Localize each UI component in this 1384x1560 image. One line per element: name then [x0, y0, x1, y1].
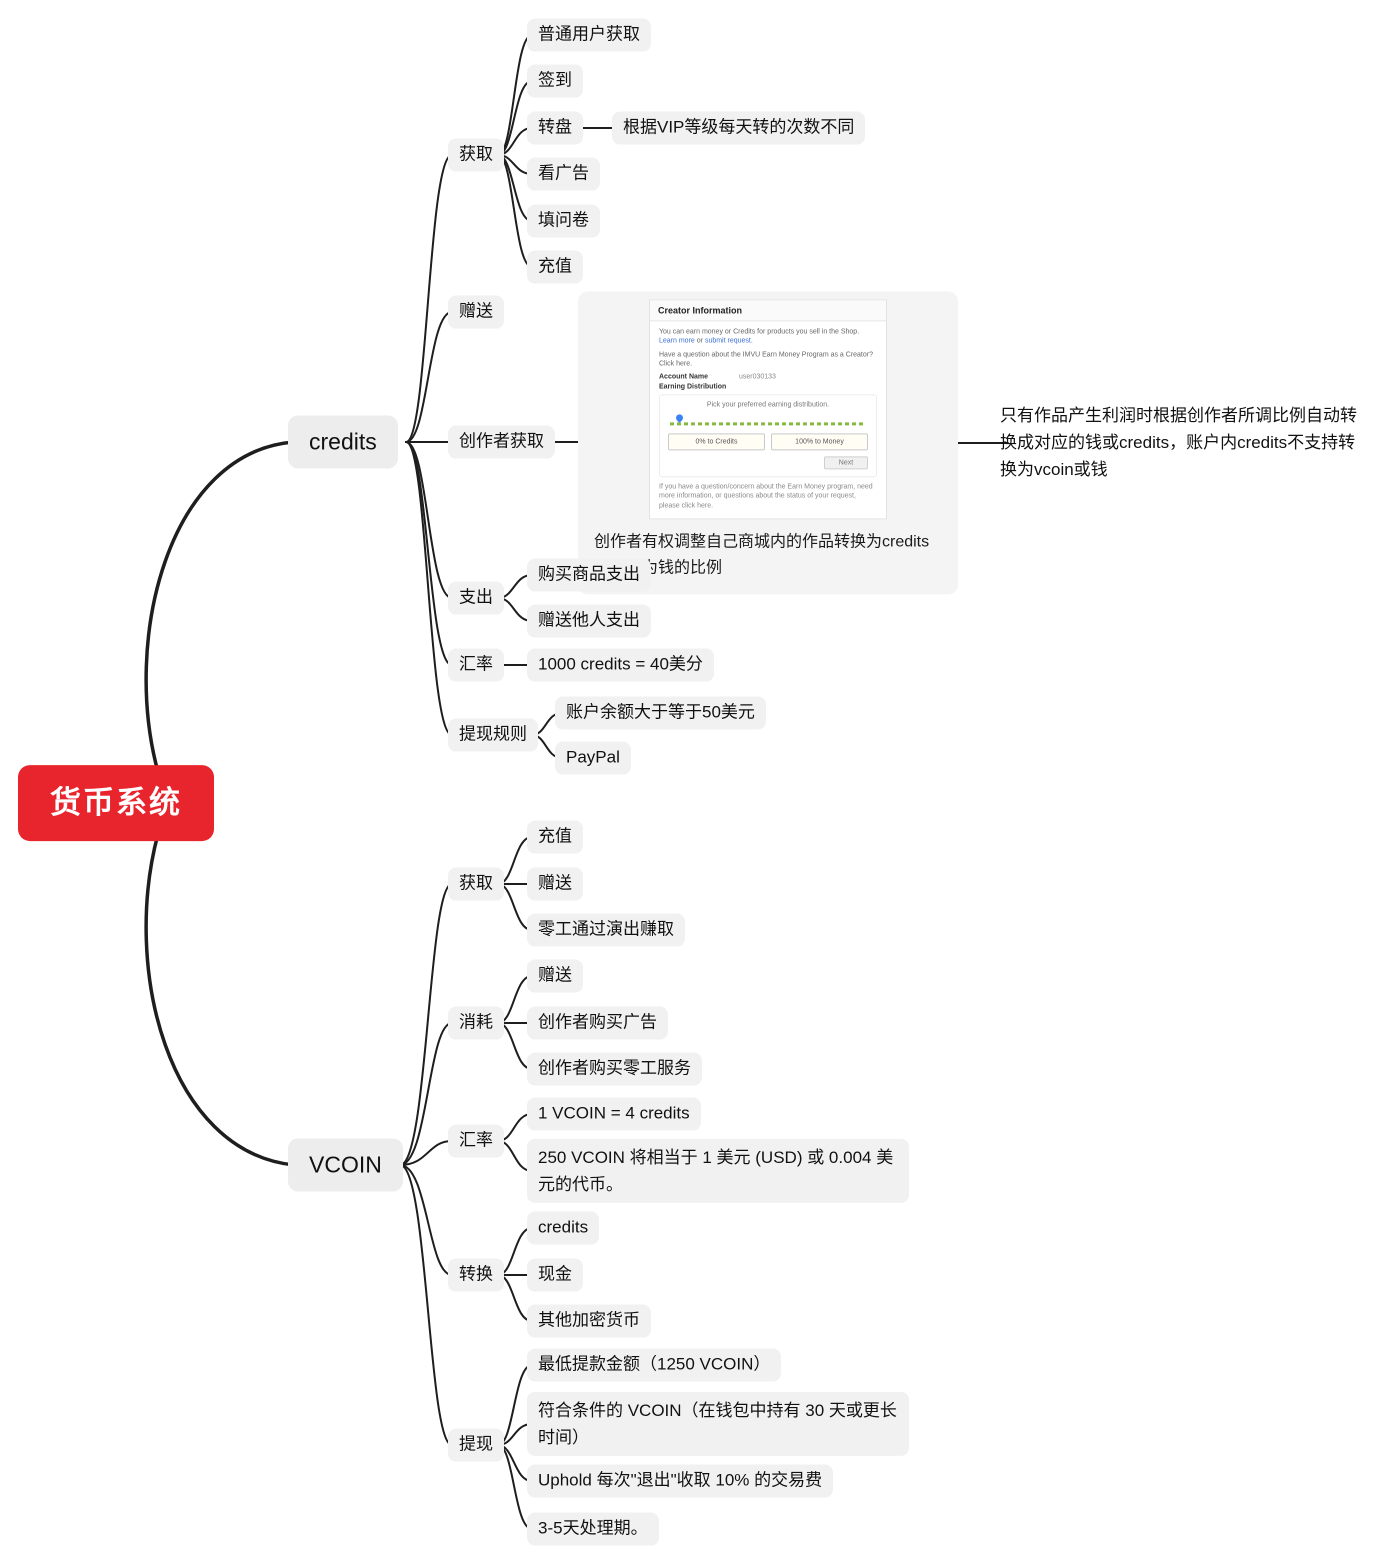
branch-credits[interactable]: credits	[288, 415, 398, 469]
credits-spend-gift-others[interactable]: 赠送他人支出	[527, 604, 651, 638]
vcoin-consume[interactable]: 消耗	[448, 1006, 504, 1040]
credits-gift[interactable]: 赠送	[448, 295, 504, 329]
credits-withdraw-min-balance[interactable]: 账户余额大于等于50美元	[555, 696, 766, 730]
learn-more-link[interactable]: Learn more	[659, 337, 695, 345]
account-name-value: user030133	[738, 373, 776, 381]
vcoin-withdraw-processing[interactable]: 3-5天处理期。	[527, 1512, 659, 1546]
connector	[399, 883, 453, 1166]
credits-rate[interactable]: 汇率	[448, 648, 504, 682]
credits-acquire-topup[interactable]: 充值	[527, 250, 583, 284]
credits-acquire-checkin[interactable]: 签到	[527, 64, 583, 98]
mini-account-row: Account Name user030133	[659, 373, 877, 380]
slider-track	[670, 422, 866, 426]
branch-vcoin[interactable]: VCOIN	[288, 1138, 403, 1192]
vcoin-consume-creator-ads[interactable]: 创作者购买广告	[527, 1006, 668, 1040]
vcoin-rate[interactable]: 汇率	[448, 1124, 504, 1158]
earning-distribution-slider[interactable]	[668, 412, 868, 426]
vcoin-acquire-gift[interactable]: 赠送	[527, 867, 583, 901]
vcoin-acquire[interactable]: 获取	[448, 867, 504, 901]
vcoin-acquire-gig-earn[interactable]: 零工通过演出赚取	[527, 913, 685, 947]
vcoin-withdraw-min-amount[interactable]: 最低提款金额（1250 VCOIN）	[527, 1348, 782, 1382]
vcoin-convert[interactable]: 转换	[448, 1258, 504, 1292]
vcoin-withdraw-eligible[interactable]: 符合条件的 VCOIN（在钱包中持有 30 天或更长时间）	[527, 1391, 909, 1457]
creator-information-screenshot: Creator Information You can earn money o…	[649, 299, 887, 520]
credits-exchange-rate[interactable]: 1000 credits = 40美分	[527, 648, 714, 682]
option-credits[interactable]: 0% to Credits	[668, 433, 765, 451]
mini-title: Creator Information	[650, 300, 886, 322]
credits-acquire[interactable]: 获取	[448, 138, 504, 172]
connector	[405, 441, 453, 599]
connector	[144, 832, 296, 1167]
connector	[399, 1164, 453, 1446]
connector	[144, 440, 296, 774]
mini-question-line: Have a question about the IMVU Earn Mone…	[659, 351, 873, 368]
vcoin-consume-gift[interactable]: 赠送	[527, 959, 583, 993]
vcoin-acquire-topup[interactable]: 充值	[527, 820, 583, 854]
credits-spend-purchase[interactable]: 购买商品支出	[527, 558, 651, 592]
mini-intro-text: You can earn money or Credits for produc…	[659, 328, 860, 336]
credits-acquire-normal-user[interactable]: 普通用户获取	[527, 18, 651, 52]
connector	[405, 441, 453, 666]
vcoin-rate-credits[interactable]: 1 VCOIN = 4 credits	[527, 1097, 701, 1131]
connector	[399, 1140, 453, 1166]
credits-acquire-survey[interactable]: 填问卷	[527, 204, 600, 238]
submit-request-link[interactable]: submit request.	[704, 337, 753, 345]
credits-withdraw-paypal[interactable]: PayPal	[555, 741, 631, 775]
connector	[399, 1022, 453, 1166]
creator-screenshot-node[interactable]: Creator Information You can earn money o…	[578, 291, 958, 595]
slider-pin-icon[interactable]	[674, 412, 685, 423]
account-name-label: Account Name	[659, 373, 709, 381]
connector	[405, 441, 453, 736]
mini-intro: You can earn money or Credits for produc…	[659, 327, 877, 346]
vcoin-convert-cash[interactable]: 现金	[527, 1258, 583, 1292]
slider-caption: Pick your preferred earning distribution…	[706, 401, 830, 409]
next-button[interactable]: Next	[824, 456, 868, 470]
slider-options: 0% to Credits 100% to Money	[668, 433, 868, 451]
vcoin-convert-crypto[interactable]: 其他加密货币	[527, 1304, 651, 1338]
credits-creator-acquire[interactable]: 创作者获取	[448, 425, 555, 459]
credits-acquire-watch-ads[interactable]: 看广告	[527, 157, 600, 191]
earning-distribution-label: Earning Distribution	[659, 383, 727, 391]
creator-profit-note: 只有作品产生利润时根据创作者所调比例自动转换成对应的钱或credits，账户内c…	[1000, 406, 1357, 480]
vcoin-rate-usd[interactable]: 250 VCOIN 将相当于 1 美元 (USD) 或 0.004 美元的代币。	[527, 1138, 909, 1204]
vcoin-convert-credits[interactable]: credits	[527, 1211, 600, 1245]
credits-acquire-spin-wheel[interactable]: 转盘	[527, 111, 583, 145]
connector	[405, 311, 453, 443]
credits-withdraw-rules[interactable]: 提现规则	[448, 718, 538, 752]
connector	[405, 154, 453, 443]
earning-distribution-box: Pick your preferred earning distribution…	[659, 394, 877, 478]
mini-earning-row: Earning Distribution	[659, 383, 877, 390]
credits-spend[interactable]: 支出	[448, 581, 504, 615]
connector	[399, 1164, 453, 1276]
mini-intro-or: or	[696, 337, 703, 345]
mini-footer-text: If you have a question/concern about the…	[659, 483, 873, 509]
mini-body: You can earn money or Credits for produc…	[650, 321, 886, 518]
spin-wheel-vip-note[interactable]: 根据VIP等级每天转的次数不同	[612, 111, 866, 145]
vcoin-consume-creator-gig[interactable]: 创作者购买零工服务	[527, 1052, 702, 1086]
option-money[interactable]: 100% to Money	[771, 433, 868, 451]
vcoin-withdraw-uphold-fee[interactable]: Uphold 每次"退出"收取 10% 的交易费	[527, 1464, 834, 1498]
vcoin-withdraw[interactable]: 提现	[448, 1428, 504, 1462]
root-node-currency-system[interactable]: 货币系统	[18, 765, 214, 841]
